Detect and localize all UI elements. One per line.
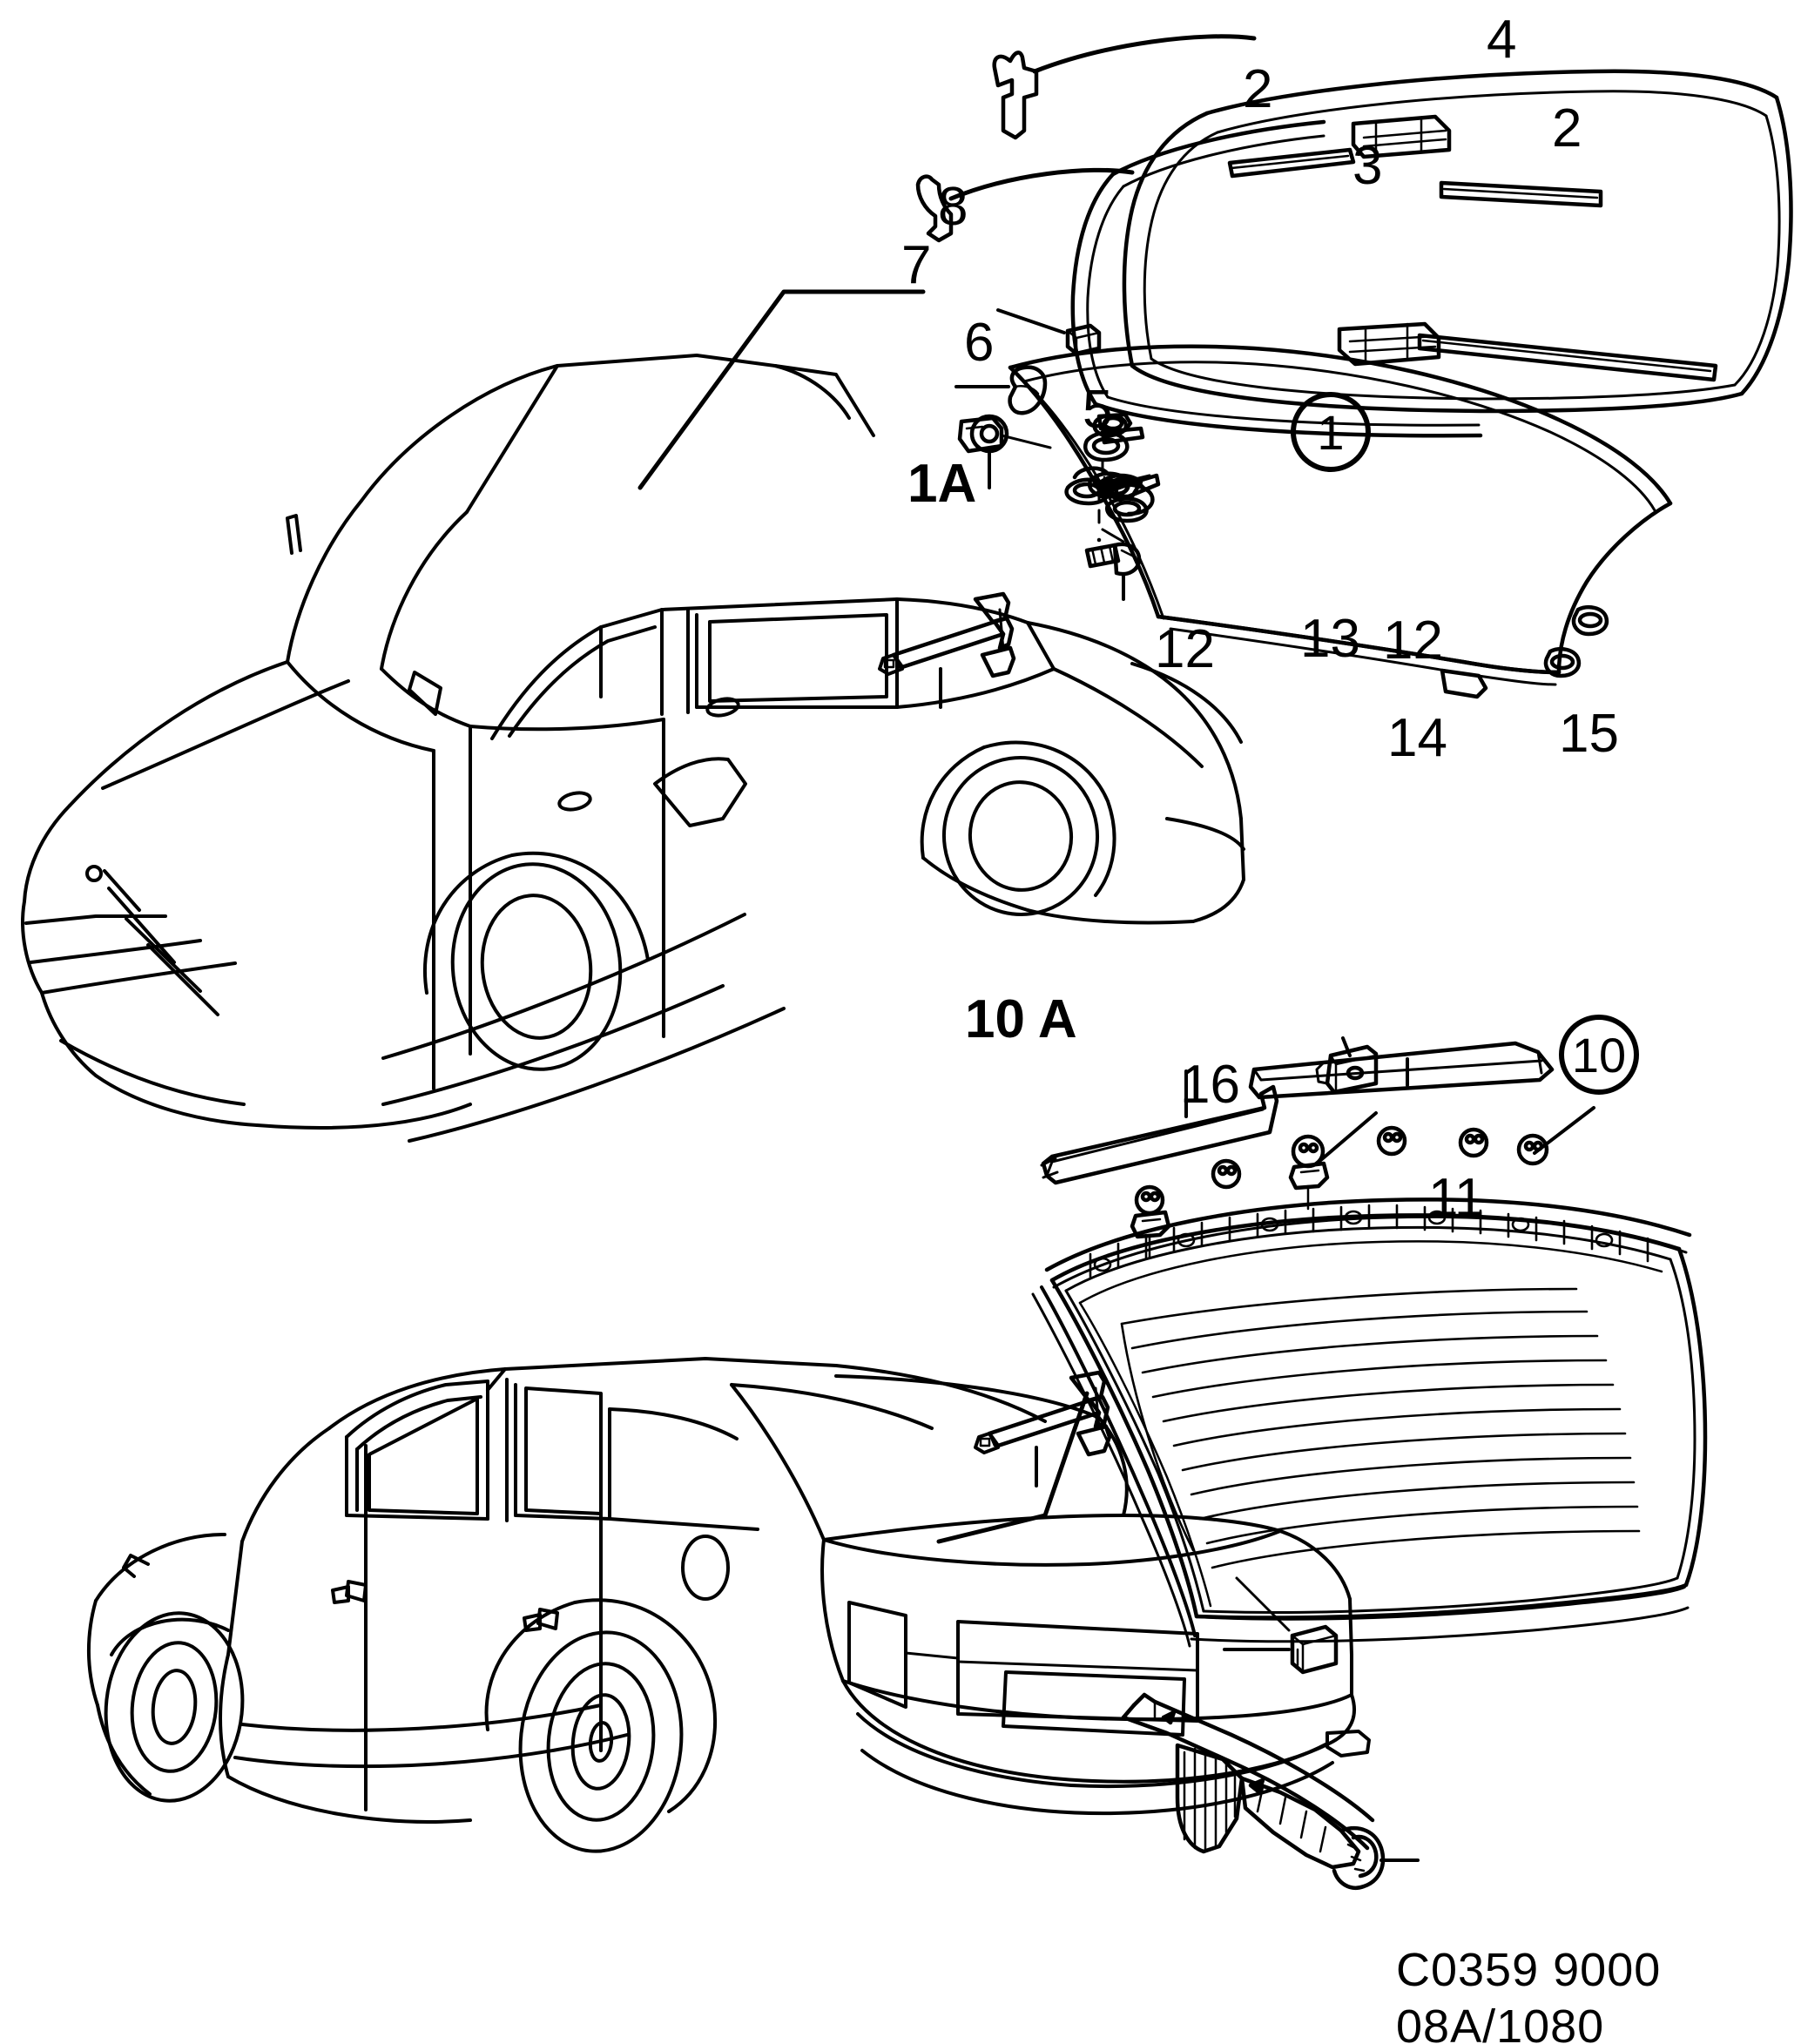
callout-13: 13 [1300,609,1360,669]
part-7-plug [954,365,1048,415]
callout-6: 6 [964,313,995,373]
part-16-spacer [1223,1576,1339,1675]
callout-2-side: 2 [1552,98,1582,159]
callout-12-left: 12 [1155,619,1215,679]
caption-line-2: 08A/1080 [1396,2000,1605,2044]
part-11-seal-section [1121,1692,1420,1890]
callout-8: 8 [938,177,968,237]
part-10A-setting-block [974,1370,1112,1487]
windscreen-moulding-assembly [915,34,1793,438]
part-1A-setting-block [878,591,1016,709]
callout-3: 3 [1352,136,1383,196]
callout-16: 16 [1180,1055,1240,1115]
callout-5: 5 [1083,380,1113,440]
callout-2-upper: 2 [1243,59,1273,119]
saab-9000-front-three-quarter-view [21,354,1245,1143]
retaining-clips [1130,1125,1549,1259]
callout-1A: 1A [907,454,977,514]
part-6-nut [957,414,1052,489]
saab-9000-rear-three-quarter-view [87,1357,1371,1853]
rear-window-mouldings [1040,1036,1555,1185]
callout-12-right: 12 [1383,611,1443,671]
callout-4: 4 [1487,10,1517,70]
caption-line-1: C0359 9000 [1396,1944,1662,1996]
callout-15: 15 [1559,704,1619,764]
part-5-screw [1084,542,1142,601]
callout-14: 14 [1387,708,1447,768]
callout-10-circled: 10 [1559,1015,1639,1095]
callout-7: 7 [901,235,932,295]
callout-11: 11 [1428,1168,1485,1228]
windscreen-edge-fittings [1083,426,1155,543]
callout-10A: 10 A [965,989,1077,1049]
callout-1-circled: 1 [1291,392,1371,472]
rear-window-glass [1031,1106,1708,1648]
part-8-spacer [996,308,1102,356]
